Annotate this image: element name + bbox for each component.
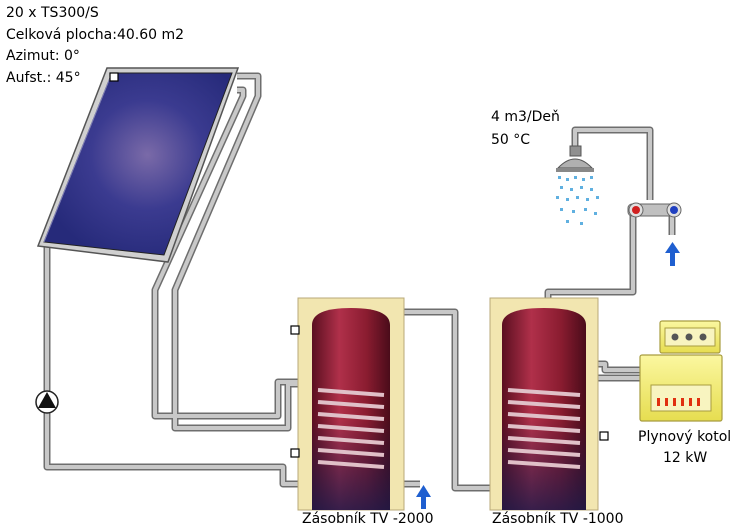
collector-azimuth-label: Azimut: 0° [6, 48, 80, 64]
pipes [43, 72, 676, 492]
tank-2000-sensor-bottom[interactable] [290, 448, 300, 458]
collector-sensor[interactable] [109, 72, 119, 82]
tank-1000-label: Zásobník TV -1000 [492, 511, 624, 527]
boiler-name-label: Plynový kotol [638, 429, 732, 445]
tank-1000-sensor[interactable] [599, 431, 609, 441]
heat-exchanger-coil [507, 388, 581, 469]
tank-2000-label: Zásobník TV -2000 [302, 511, 434, 527]
gas-boiler [639, 320, 723, 422]
consumption-temperature-label: 50 °C [491, 132, 531, 148]
tank-2000-sensor-top[interactable] [290, 325, 300, 335]
heat-exchanger-coil [317, 388, 385, 469]
boiler-power-label: 12 kW [663, 450, 708, 466]
pipe-hot-to-mixer [544, 212, 637, 300]
pipe-tank-link [392, 308, 500, 492]
collector-area-label: Celková plocha:40.60 m2 [6, 27, 185, 43]
mixing-valve[interactable] [627, 202, 682, 218]
solar-collector [36, 67, 240, 263]
pump-icon[interactable] [35, 390, 59, 414]
collector-count-label: 20 x TS300/S [6, 5, 99, 21]
cold-water-inlet-arrow-icon [665, 242, 680, 266]
shower-icon [556, 145, 599, 225]
tank-2000 [297, 297, 405, 511]
collector-tilt-label: Aufst.: 45° [6, 70, 81, 86]
tank-inlet-arrow-icon [416, 485, 431, 509]
consumption-volume-label: 4 m3/Deň [491, 109, 560, 125]
burner-flames-icon [657, 398, 700, 406]
tank-1000 [489, 297, 599, 511]
